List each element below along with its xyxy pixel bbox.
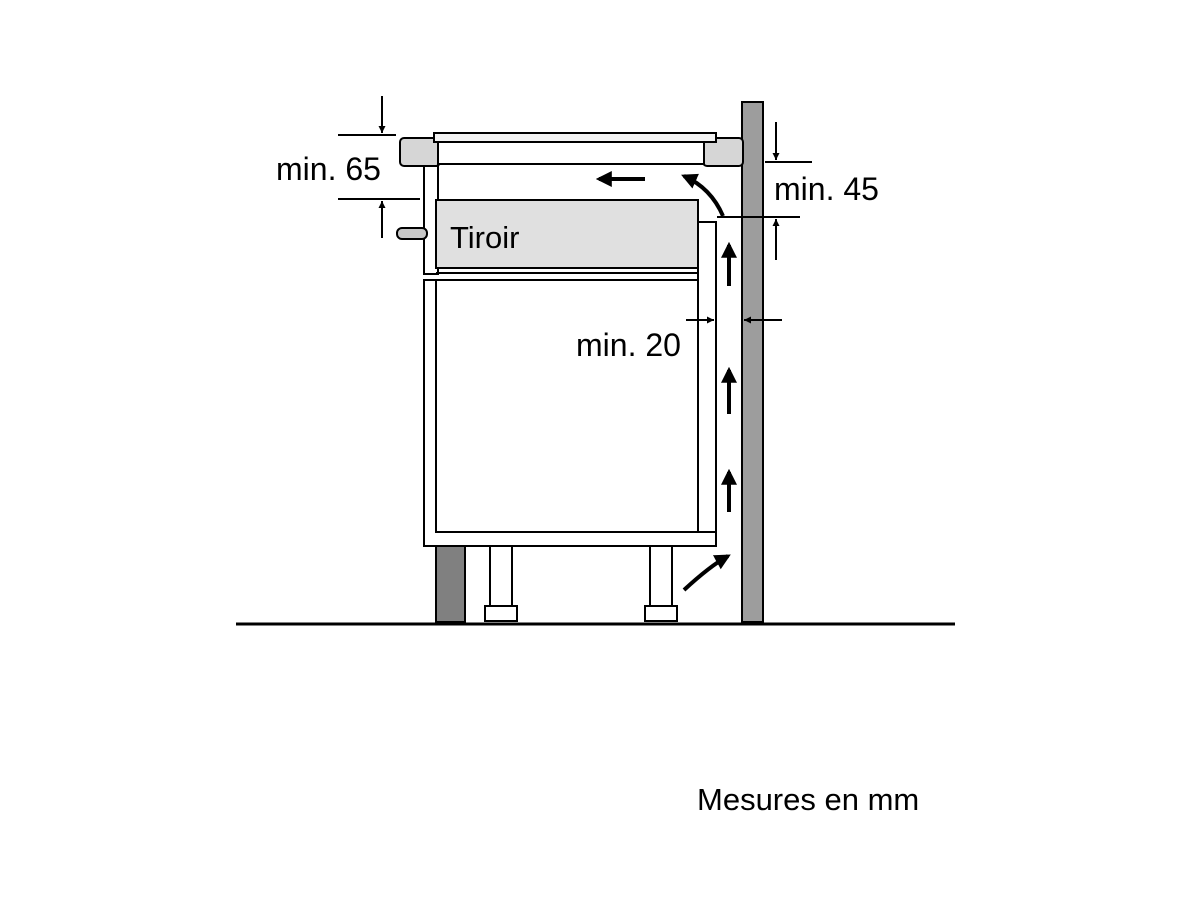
airflow-arrows — [595, 171, 737, 592]
worktop — [399, 132, 744, 167]
leg-rear — [649, 545, 673, 609]
drawer-front — [435, 199, 699, 269]
leg-front — [489, 545, 513, 609]
rear-wall — [741, 101, 764, 623]
leg-rear-foot — [644, 605, 678, 622]
base-cabinet — [423, 221, 717, 547]
airflow-arrow-icon — [681, 173, 725, 217]
dimension-min-65: min. 65 — [276, 96, 420, 238]
dimension-min-45: min. 45 — [717, 122, 879, 260]
plinth — [435, 545, 466, 623]
cooktop-body — [437, 139, 705, 165]
drawer-label: Tiroir — [450, 220, 519, 255]
clearance-top-label: min. 65 — [276, 151, 381, 187]
dimension-min-20: min. 20 — [576, 316, 782, 363]
drawer-handle — [396, 227, 428, 240]
cabinet-legs — [484, 545, 678, 622]
cooktop-glass — [433, 132, 717, 143]
leg-front-foot — [484, 605, 518, 622]
clearance-rear-label: min. 45 — [774, 171, 879, 207]
airflow-arrow-icon — [682, 554, 731, 592]
cabinet-inner — [435, 279, 699, 533]
clearance-gap-label: min. 20 — [576, 327, 681, 363]
units-note: Mesures en mm — [697, 782, 919, 817]
drawer: Tiroir — [396, 199, 699, 274]
cabinet-back-panel — [697, 221, 717, 533]
